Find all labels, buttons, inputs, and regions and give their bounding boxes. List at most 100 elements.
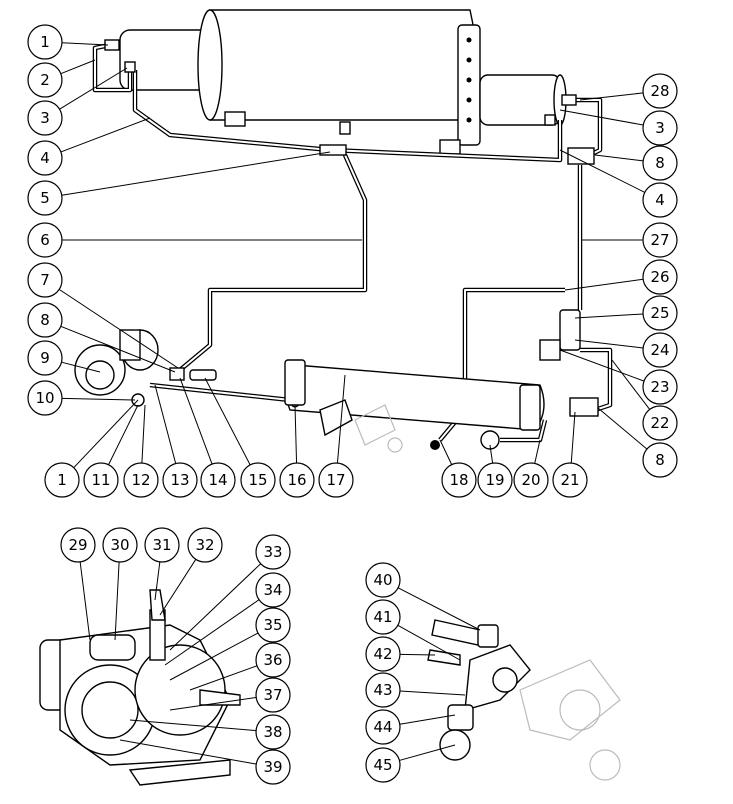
callout-circle (255, 607, 291, 643)
callout-number: 39 (263, 758, 282, 776)
callout-circle (60, 527, 96, 563)
leader-line (60, 117, 151, 153)
callout-bubble: 23 (642, 369, 678, 405)
callout-circle (162, 462, 198, 498)
callout-bubble: 8 (642, 442, 678, 478)
leader-lines (58, 42, 651, 765)
callout-number: 10 (35, 389, 54, 407)
leader-line (534, 439, 541, 464)
callout-circle (642, 332, 678, 368)
callout-bubble: 9 (27, 340, 63, 376)
callout-circle (513, 462, 549, 498)
callout-bubble: 31 (144, 527, 180, 563)
callout-number: 6 (40, 231, 50, 249)
leader-line (594, 154, 644, 162)
callout-circle (27, 380, 63, 416)
callout-bubble: 26 (642, 259, 678, 295)
leader-line (169, 632, 259, 681)
callout-number: 18 (449, 471, 468, 489)
callout-number: 24 (650, 341, 669, 359)
leader-line (397, 624, 461, 661)
callout-bubble: 25 (642, 295, 678, 331)
callout-number: 8 (655, 154, 665, 172)
callout-circle (27, 100, 63, 136)
leader-line (61, 42, 109, 46)
callout-circle (27, 340, 63, 376)
callout-number: 8 (40, 311, 50, 329)
callout-number: 29 (68, 536, 87, 554)
callout-circle (27, 62, 63, 98)
leader-line (559, 149, 646, 193)
callout-bubble: 21 (552, 462, 588, 498)
callout-number: 26 (650, 268, 669, 286)
callout-bubble: 14 (200, 462, 236, 498)
callout-bubble: 15 (240, 462, 276, 498)
leader-line (60, 59, 96, 75)
callout-bubble: 6 (27, 222, 63, 258)
callout-bubble: 22 (642, 405, 678, 441)
callout-number: 5 (40, 189, 50, 207)
callout-number: 32 (195, 536, 214, 554)
callout-circle (27, 262, 63, 298)
callout-bubble: 30 (102, 527, 138, 563)
callout-circle (44, 462, 80, 498)
leader-line (294, 404, 298, 464)
callout-circle (318, 462, 354, 498)
callout-bubble: 1 (44, 462, 80, 498)
leader-line (169, 696, 257, 711)
callout-circle (27, 24, 63, 60)
callout-number: 21 (560, 471, 579, 489)
callout-number: 4 (40, 149, 50, 167)
callout-circle (642, 73, 678, 109)
callout-number: 3 (40, 109, 50, 127)
callout-number: 17 (326, 471, 345, 489)
leader-line (60, 325, 176, 373)
callout-number: 28 (650, 82, 669, 100)
callout-number: 34 (263, 581, 282, 599)
leader-line (61, 361, 101, 373)
leader-line (61, 151, 331, 196)
callout-circle (642, 259, 678, 295)
callout-number: 36 (263, 651, 282, 669)
leader-line (141, 404, 146, 464)
callout-bubble: 43 (365, 672, 401, 708)
leader-line (597, 407, 648, 450)
leader-line (159, 559, 197, 616)
callout-number: 37 (263, 686, 282, 704)
callout-bubble: 13 (162, 462, 198, 498)
leader-line (564, 278, 644, 291)
callout-bubble: 8 (642, 145, 678, 181)
callout-number: 31 (152, 536, 171, 554)
leader-line (169, 563, 262, 651)
callout-number: 15 (248, 471, 267, 489)
callout-circle (123, 462, 159, 498)
callout-circle (279, 462, 315, 498)
callout-bubble: 4 (27, 140, 63, 176)
callout-bubble: 16 (279, 462, 315, 498)
callout-circle (27, 140, 63, 176)
callout-number: 13 (170, 471, 189, 489)
callout-circle (552, 462, 588, 498)
leader-line (399, 714, 456, 725)
leader-line (399, 653, 436, 656)
callout-circle (255, 642, 291, 678)
leader-line (570, 411, 576, 464)
callout-circle (255, 749, 291, 785)
callout-circle (642, 295, 678, 331)
leader-line (108, 404, 139, 465)
callout-number: 16 (287, 471, 306, 489)
leader-line (579, 92, 644, 101)
callout-circle (365, 709, 401, 745)
callout-bubble: 33 (255, 534, 291, 570)
callout-circle (477, 462, 513, 498)
callout-circle (642, 182, 678, 218)
pump-detail (39, 589, 241, 786)
leader-line (73, 399, 139, 469)
callout-number: 2 (40, 71, 50, 89)
callout-circle (365, 636, 401, 672)
leader-line (154, 561, 161, 601)
leader-line (119, 739, 257, 765)
callout-circle (255, 677, 291, 713)
callout-bubble: 40 (365, 562, 401, 598)
